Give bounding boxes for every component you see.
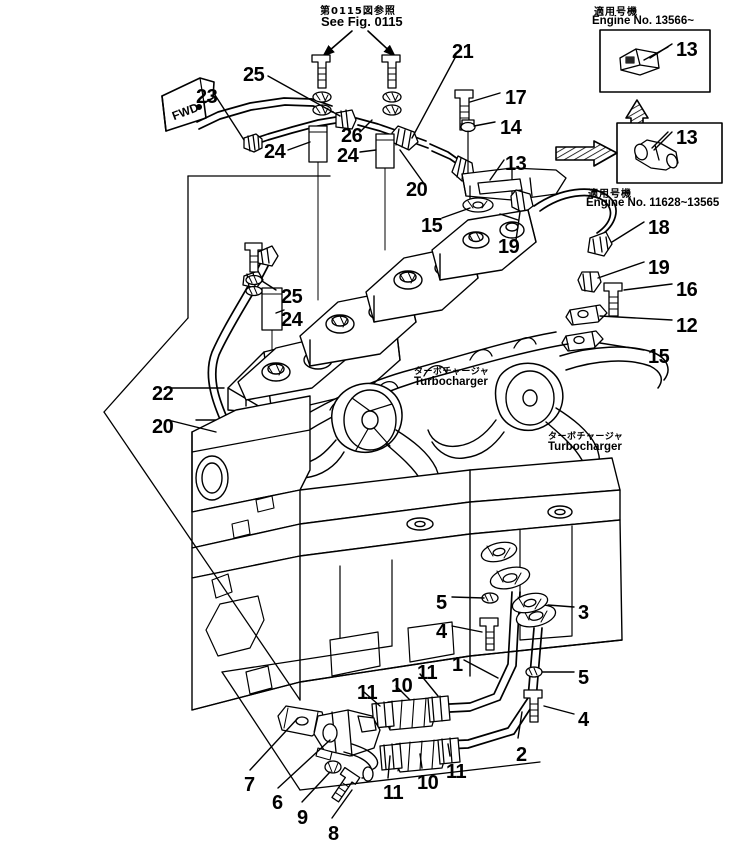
callout-number-16: 16 xyxy=(676,279,698,301)
detail-box-lower xyxy=(555,122,723,184)
turbocharger-label-right-jp: ターボチャージャ xyxy=(548,432,624,442)
callout-number-22: 22 xyxy=(152,383,174,405)
sleeve-24-upper xyxy=(308,125,328,301)
callout-number-24: 24 xyxy=(264,141,286,163)
fwd-marker xyxy=(161,77,215,132)
callout-number-10: 10 xyxy=(391,675,413,697)
leader-lines xyxy=(171,43,673,819)
bracket-13 xyxy=(461,167,567,211)
callout-number-23: 23 xyxy=(196,86,218,108)
callout-number-21: 21 xyxy=(452,41,474,63)
hose-18 xyxy=(533,188,617,257)
fitting-19-center xyxy=(510,189,534,214)
callout-number-11: 11 xyxy=(417,662,438,684)
detail-box-upper-note-jp: 適用号機 xyxy=(594,7,638,18)
bottom-left-fitting xyxy=(277,705,381,803)
see-fig-leaders xyxy=(321,30,397,58)
upper-oil-tubes xyxy=(196,97,475,182)
callout-number-24: 24 xyxy=(337,145,359,167)
left-bolt-assembly xyxy=(244,242,263,297)
right-small-parts xyxy=(561,271,623,352)
callout-number-11: 11 xyxy=(446,761,467,783)
callout-number-13: 13 xyxy=(505,153,527,175)
callout-number-19: 19 xyxy=(498,236,520,258)
callout-number-9: 9 xyxy=(297,807,308,829)
callout-number-1: 1 xyxy=(452,654,463,676)
callout-number-6: 6 xyxy=(272,792,283,814)
callout-number-15: 15 xyxy=(421,215,443,237)
lower-oil-lines xyxy=(419,541,557,751)
see-fig-note-en: See Fig. 0115 xyxy=(321,14,403,29)
callout-number-13: 13 xyxy=(676,39,698,61)
callout-number-12: 12 xyxy=(676,315,698,337)
callout-number-10: 10 xyxy=(417,772,439,794)
turbocharger-label-left-jp: ターボチャージャ xyxy=(414,367,490,377)
engine-block xyxy=(191,209,669,711)
callout-number-2: 2 xyxy=(516,744,527,766)
callout-number-24: 24 xyxy=(281,309,303,331)
callout-number-18: 18 xyxy=(648,217,670,239)
nut-14 xyxy=(460,119,476,197)
top-bolt-assembly-right xyxy=(381,54,402,116)
turbocharger-label-left-en: Turbocharger xyxy=(414,376,488,388)
callout-number-7: 7 xyxy=(244,774,255,796)
detail-box-lower-note-en: Engine No. 11628~13565 xyxy=(586,197,720,209)
callout-number-4: 4 xyxy=(578,709,589,731)
callout-number-4: 4 xyxy=(436,621,447,643)
callout-number-11: 11 xyxy=(357,682,378,704)
callout-number-25: 25 xyxy=(243,64,265,86)
sleeve-24-upper2 xyxy=(375,133,395,251)
callout-number-13: 13 xyxy=(676,127,698,149)
callout-number-5: 5 xyxy=(578,667,589,689)
turbocharger-label-right-en: Turbocharger xyxy=(548,441,622,453)
callout-number-14: 14 xyxy=(500,117,522,139)
callout-number-19: 19 xyxy=(648,257,670,279)
callout-number-20: 20 xyxy=(152,416,174,438)
section-guides xyxy=(103,175,541,791)
washer-15-center xyxy=(462,197,494,213)
callout-number-17: 17 xyxy=(505,87,527,109)
detail-box-upper-note-en: Engine No. 13566~ xyxy=(592,15,694,27)
detail-box-lower-note-jp: 適用号機 xyxy=(588,189,632,200)
callout-number-20: 20 xyxy=(406,179,428,201)
see-fig-note-jp: 第0115図参照 xyxy=(320,6,396,17)
callout-number-26: 26 xyxy=(341,125,363,147)
callout-number-5: 5 xyxy=(436,592,447,614)
callout-number-25: 25 xyxy=(281,286,303,308)
bottom-hoses-clamps xyxy=(371,695,461,773)
top-bolt-assembly-left xyxy=(311,54,332,116)
callout-number-11: 11 xyxy=(383,782,404,804)
callout-number-15: 15 xyxy=(648,346,670,368)
callout-number-3: 3 xyxy=(578,602,589,624)
callout-number-8: 8 xyxy=(328,823,339,845)
